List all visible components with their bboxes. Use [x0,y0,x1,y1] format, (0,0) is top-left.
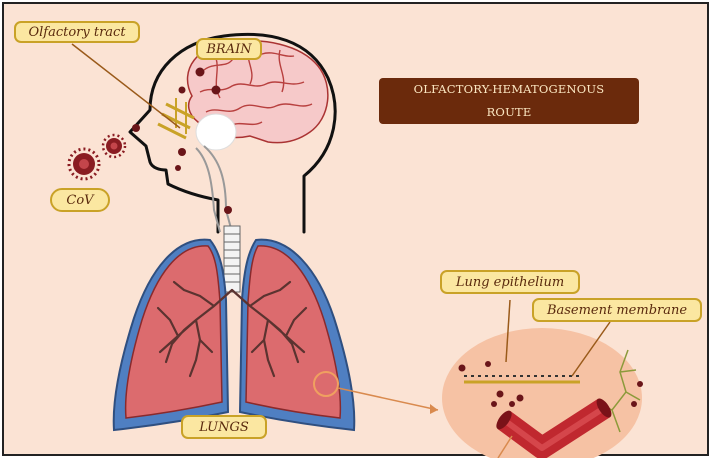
route-title-banner: OLFACTORY-HEMATOGENOUS ROUTE [379,78,639,124]
lungs-label: LUNGS [181,415,267,439]
route-title-line2: ROUTE [487,101,532,124]
basement-membrane-label: Basement membrane [532,298,702,322]
cov-label: CoV [50,188,110,212]
olfactory-tract-label: Olfactory tract [14,21,140,43]
lung-epithelium-label: Lung epithelium [440,270,580,294]
brain-label: BRAIN [196,38,262,60]
route-title-line1: OLFACTORY-HEMATOGENOUS [414,78,605,101]
trachea [224,226,240,292]
